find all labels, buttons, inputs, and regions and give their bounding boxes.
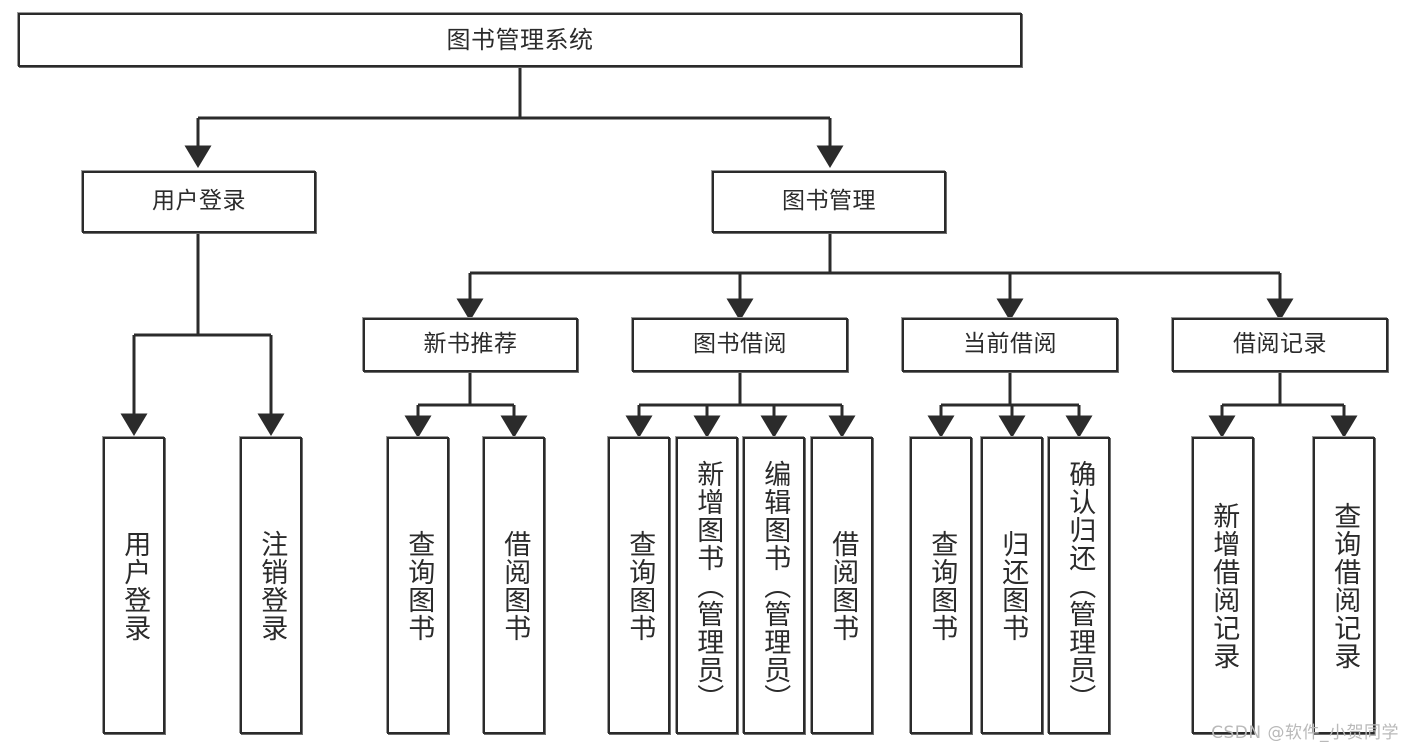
- node-borrow-records-label: 借阅记录: [1233, 331, 1327, 358]
- node-current-borrow[interactable]: 当前借阅: [902, 318, 1118, 372]
- node-leaf-borrow-edit[interactable]: 编辑图书（管理员）: [743, 437, 805, 734]
- node-leaf-record-add[interactable]: 新增借阅记录: [1192, 437, 1254, 734]
- node-leaf-current-confirm[interactable]: 确认归还（管理员）: [1048, 437, 1110, 734]
- node-leaf-newbook-query[interactable]: 查询图书: [387, 437, 449, 734]
- node-current-borrow-label: 当前借阅: [963, 331, 1057, 358]
- node-leaf-newbook-borrow[interactable]: 借阅图书: [483, 437, 545, 734]
- node-leaf-user-logout-label: 注销登录: [256, 529, 288, 642]
- node-book-management-label: 图书管理: [782, 188, 876, 215]
- node-leaf-newbook-borrow-label: 借阅图书: [499, 529, 531, 642]
- node-leaf-borrow-add[interactable]: 新增图书（管理员）: [676, 437, 738, 734]
- node-user-login[interactable]: 用户登录: [82, 171, 316, 233]
- node-book-borrow[interactable]: 图书借阅: [632, 318, 848, 372]
- node-new-book-recommend-label: 新书推荐: [423, 331, 518, 358]
- node-leaf-borrow-query[interactable]: 查询图书: [608, 437, 670, 734]
- node-leaf-current-confirm-label: 确认归还（管理员）: [1064, 459, 1096, 712]
- node-user-login-label: 用户登录: [152, 188, 246, 215]
- node-leaf-borrow-edit-label: 编辑图书（管理员）: [759, 459, 791, 712]
- node-book-borrow-label: 图书借阅: [693, 331, 787, 358]
- node-leaf-borrow-query-label: 查询图书: [624, 529, 656, 642]
- node-borrow-records[interactable]: 借阅记录: [1172, 318, 1388, 372]
- node-leaf-record-query-label: 查询借阅记录: [1329, 501, 1361, 670]
- node-leaf-current-return-label: 归还图书: [997, 529, 1029, 642]
- node-leaf-current-query[interactable]: 查询图书: [910, 437, 972, 734]
- node-book-management[interactable]: 图书管理: [712, 171, 946, 233]
- watermark: CSDN @软件_小贺同学: [1211, 723, 1399, 743]
- node-leaf-user-login-label: 用户登录: [119, 529, 151, 642]
- node-leaf-user-logout[interactable]: 注销登录: [240, 437, 302, 734]
- node-leaf-borrow-borrow[interactable]: 借阅图书: [811, 437, 873, 734]
- node-leaf-borrow-add-label: 新增图书（管理员）: [692, 459, 724, 712]
- node-root[interactable]: 图书管理系统: [18, 13, 1022, 67]
- node-leaf-current-query-label: 查询图书: [926, 529, 958, 642]
- node-new-book-recommend[interactable]: 新书推荐: [363, 318, 578, 372]
- node-root-label: 图书管理系统: [446, 25, 594, 54]
- node-leaf-record-add-label: 新增借阅记录: [1208, 501, 1240, 670]
- node-leaf-newbook-query-label: 查询图书: [403, 529, 435, 642]
- node-leaf-borrow-borrow-label: 借阅图书: [827, 529, 859, 642]
- node-leaf-record-query[interactable]: 查询借阅记录: [1313, 437, 1375, 734]
- node-leaf-user-login[interactable]: 用户登录: [103, 437, 165, 734]
- node-leaf-current-return[interactable]: 归还图书: [981, 437, 1043, 734]
